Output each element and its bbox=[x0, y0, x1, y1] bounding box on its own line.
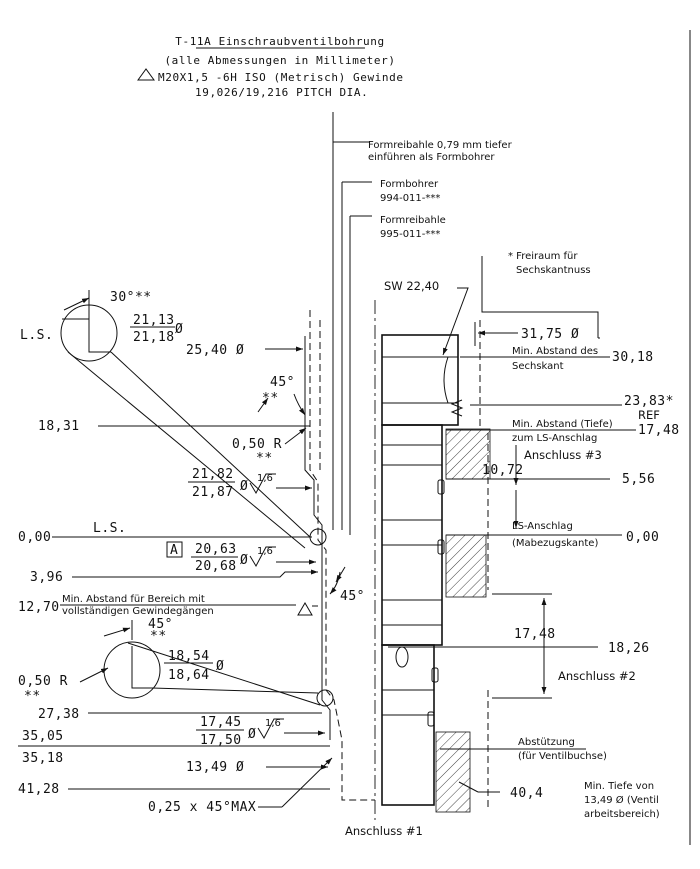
left-dimensions: 30°** L.S. 21,13 21,18 Ø 25,40 Ø 45° ** … bbox=[18, 290, 423, 838]
drawing-label: 45° bbox=[340, 589, 365, 604]
drawing-label: Min. Abstand für Bereich mit bbox=[62, 594, 205, 605]
drawing-label: A bbox=[170, 543, 178, 558]
drawing-label: einführen als Formbohrer bbox=[368, 152, 495, 163]
label-anschluss-2: Anschluss #2 bbox=[558, 669, 636, 683]
drawing-label: Ø bbox=[240, 553, 248, 568]
drawing-label: 1,6 bbox=[265, 718, 281, 729]
drawing-label: 35,18 bbox=[22, 751, 64, 766]
dim-17-48: 17,48 bbox=[638, 423, 680, 438]
drawing-label: 10,72 bbox=[482, 463, 524, 478]
drawing-label: 21,13 bbox=[133, 313, 175, 328]
datum-a-box bbox=[166, 541, 183, 558]
drawing-label: zum LS-Anschlag bbox=[512, 433, 597, 444]
drawing-label: * Freiraum für bbox=[508, 251, 578, 262]
drawing-title: T-11A Einschraubventilbohrung bbox=[175, 35, 384, 48]
drawing-label: 0,50 R bbox=[18, 674, 68, 689]
drawing-label: (Mabezugskante) bbox=[512, 538, 598, 549]
drawing-label: Abstützung bbox=[518, 737, 575, 748]
drawing-label: Ø bbox=[175, 322, 183, 337]
detail-circle-ls bbox=[60, 304, 118, 362]
drawing-label: 21,82 bbox=[192, 467, 234, 482]
drawing-label: 45° bbox=[148, 617, 173, 632]
drawing-label: 1,6 bbox=[257, 546, 273, 557]
drawing-label: ** bbox=[256, 451, 273, 466]
drawing-label: arbeitsbereich) bbox=[584, 809, 660, 820]
units-note: (alle Abmessungen in Millimeter) bbox=[164, 54, 395, 67]
drawing-label: 13,49 Ø (Ventil bbox=[584, 794, 659, 806]
right-dimensions: * Freiraum für Sechskantnuss SW 22,40 31… bbox=[384, 251, 680, 820]
dim-0-00-ls: 0,00 bbox=[18, 530, 51, 545]
drawing-label: Ø bbox=[248, 727, 256, 742]
drawing-label: REF bbox=[638, 408, 660, 422]
drawing-label: Formreibahle bbox=[380, 215, 446, 226]
drawing-label: Min. Abstand (Tiefe) bbox=[512, 419, 613, 430]
drawing-label: Sechskantnuss bbox=[516, 265, 591, 276]
drawing-label: 20,63 bbox=[195, 542, 237, 557]
label-anschluss-1: Anschluss #1 bbox=[345, 824, 423, 838]
drawing-label: 994-011-*** bbox=[380, 193, 440, 204]
dim-25-40: 25,40 Ø bbox=[186, 343, 244, 358]
triangle-icon bbox=[297, 602, 313, 616]
drawing-label: 18,64 bbox=[168, 668, 210, 683]
dim-0-00-right: 0,00 bbox=[626, 530, 659, 545]
drawing-label: 995-011-*** bbox=[380, 229, 440, 240]
drawing-label: 0,50 R bbox=[232, 437, 282, 452]
drawing-label: 17,48 bbox=[514, 627, 556, 642]
drawing-label: 45° bbox=[270, 375, 295, 390]
dim-40-4: 40,4 bbox=[510, 786, 543, 801]
drawing-label: Ø bbox=[216, 659, 224, 674]
drawing-label: Sechskant bbox=[512, 361, 564, 372]
dim-30-deg: 30°** bbox=[110, 290, 152, 305]
detail-circle-lower bbox=[316, 689, 334, 707]
drawing-label: Formreibahle 0,79 mm tiefer bbox=[368, 140, 513, 151]
drawing-label: ** bbox=[24, 689, 41, 704]
drawing-label: Min. Tiefe von bbox=[584, 781, 654, 792]
dim-12-70: 12,70 bbox=[18, 600, 60, 615]
drawing-label: Min. Abstand des bbox=[512, 346, 598, 357]
dim-30-18: 30,18 bbox=[612, 350, 654, 365]
label-anschluss-3: Anschluss #3 bbox=[524, 448, 602, 462]
drawing-label: 17,45 bbox=[200, 715, 242, 730]
dim-31-75: 31,75 Ø bbox=[521, 327, 579, 342]
dim-5-56: 5,56 bbox=[622, 472, 655, 487]
dim-41-28: 41,28 bbox=[18, 782, 60, 797]
drawing-label: 35,05 bbox=[22, 729, 64, 744]
dim-18-31: 18,31 bbox=[38, 419, 80, 434]
drawing-label: 1,6 bbox=[257, 473, 273, 484]
drawing-label: (für Ventilbuchse) bbox=[518, 751, 607, 762]
drawing-label: LS-Anschlag bbox=[512, 521, 573, 532]
drawing-label: 23,83* bbox=[624, 394, 674, 409]
drawing-label: 18,54 bbox=[168, 649, 210, 664]
drawing-label: L.S. bbox=[93, 521, 126, 536]
drawing-label: ** bbox=[150, 629, 167, 644]
drawing-label: Ø bbox=[240, 479, 248, 494]
tool-callouts: Formreibahle 0,79 mm tiefer einführen al… bbox=[332, 112, 513, 240]
valve-body bbox=[381, 320, 491, 813]
drawing-label: 21,18 bbox=[133, 330, 175, 345]
drawing-label: 3,96 bbox=[30, 570, 63, 585]
thread-spec: M20X1,5 -6H ISO (Metrisch) Gewinde bbox=[158, 71, 404, 84]
drawing-label: 17,50 bbox=[200, 733, 242, 748]
title-block: T-11A Einschraubventilbohrung (alle Abme… bbox=[137, 35, 404, 99]
drawing-label: 0,25 x 45°MAX bbox=[148, 800, 256, 815]
label-ls-detail: L.S. bbox=[20, 328, 53, 343]
drawing-label: 21,87 bbox=[192, 485, 234, 500]
cavity-profile bbox=[304, 112, 376, 820]
triangle-icon bbox=[137, 68, 155, 81]
pitch-diameter: 19,026/19,216 PITCH DIA. bbox=[195, 86, 368, 99]
dim-13-49: 13,49 Ø bbox=[186, 760, 244, 775]
dim-18-26: 18,26 bbox=[608, 641, 650, 656]
drawing-label: 20,68 bbox=[195, 559, 237, 574]
drawing-label: 27,38 bbox=[38, 707, 80, 722]
label-sw: SW 22,40 bbox=[384, 279, 439, 293]
drawing-label: Formbohrer bbox=[380, 179, 439, 190]
drawing-label: vollständigen Gewindegängen bbox=[62, 606, 214, 617]
